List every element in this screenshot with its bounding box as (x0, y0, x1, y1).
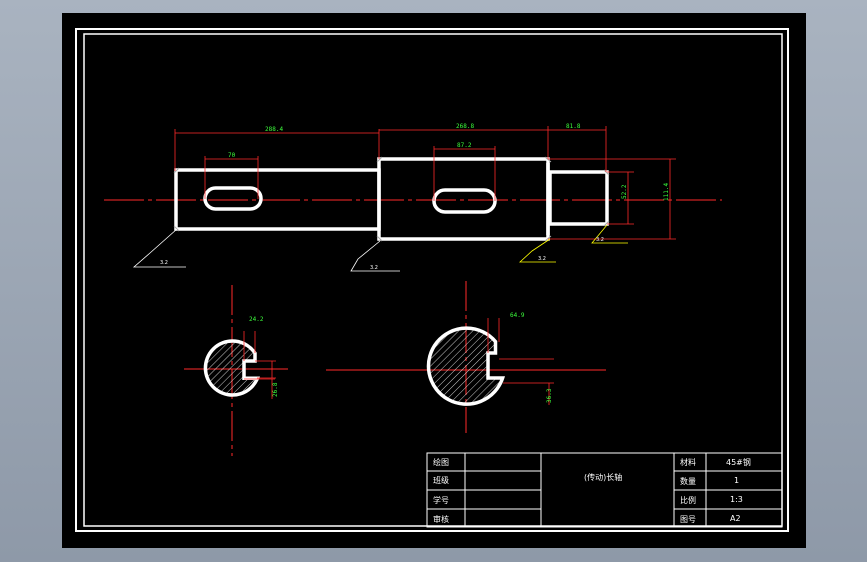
tb-scale-value: 1:3 (730, 495, 743, 504)
tb-class-label: 班级 (433, 475, 449, 485)
dim-right-length: 81.8 (566, 123, 581, 130)
title-block (426, 452, 783, 528)
tb-draw-label: 绘图 (433, 457, 449, 467)
shaft-side-view (104, 156, 722, 242)
tb-part-name: (传动)长轴 (584, 472, 622, 482)
keyway-middle (432, 188, 497, 214)
tb-review-label: 审核 (433, 514, 449, 524)
shaft-right-section (548, 170, 609, 226)
side-view-dimensions (174, 126, 676, 240)
dim-sec1-width: 24.2 (249, 316, 264, 323)
section-view-1 (184, 285, 288, 456)
roughness-4: 3.2 (596, 237, 604, 243)
tb-material-value: 45#钢 (726, 457, 751, 467)
cad-viewport[interactable]: 288.4 70 268.8 87.2 81.8 52.2 111.4 3.2 … (62, 13, 806, 548)
roughness-3: 3.2 (538, 256, 546, 262)
dim-mid-length: 268.8 (456, 123, 474, 130)
keyway-left (203, 186, 263, 211)
shaft-middle-section (377, 157, 550, 241)
tb-drawing-no-value: A2 (730, 514, 741, 523)
section-view-2 (326, 281, 606, 433)
cad-drawing: 288.4 70 268.8 87.2 81.8 52.2 111.4 3.2 … (75, 28, 789, 532)
dim-left-key: 70 (228, 152, 236, 159)
tb-student-no-label: 学号 (433, 495, 449, 505)
roughness-2: 3.2 (370, 265, 378, 271)
inner-frame (83, 33, 783, 527)
roughness-leaders (132, 224, 628, 272)
tb-qty-label: 数量 (680, 476, 696, 486)
roughness-1: 3.2 (160, 260, 168, 266)
dim-overall-dia: 111.4 (663, 183, 670, 201)
tb-qty-value: 1 (734, 476, 739, 485)
tb-material-label: 材料 (680, 457, 696, 467)
dim-left-length: 288.4 (265, 126, 283, 133)
outer-frame (75, 28, 789, 532)
tb-drawing-no-label: 图号 (680, 515, 696, 524)
dim-sec2-depth: 36.3 (546, 388, 553, 403)
dim-sec1-depth: 26.8 (272, 382, 279, 397)
tb-scale-label: 比例 (680, 495, 696, 505)
dim-mid-key: 87.2 (457, 142, 472, 149)
dim-sec2-width: 64.9 (510, 312, 525, 319)
dim-right-dia: 52.2 (621, 184, 628, 199)
